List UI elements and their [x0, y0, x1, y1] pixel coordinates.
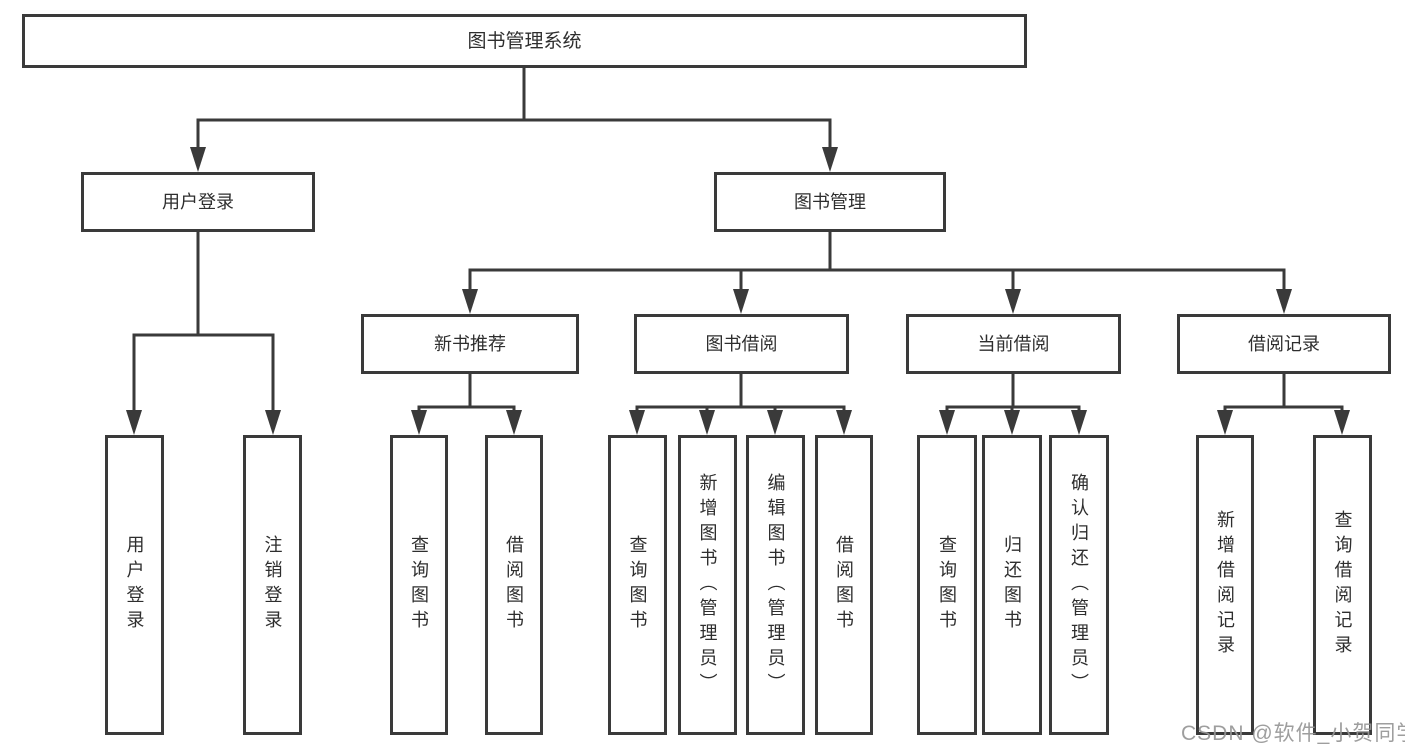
node-library-management-system: 图书管理系统	[22, 14, 1027, 68]
leaf-borrow-books-recommend: 借阅图书	[485, 435, 543, 735]
leaf-return-book: 归还图书	[982, 435, 1042, 735]
leaf-confirm-return-admin: 确认归还（管理员）	[1049, 435, 1109, 735]
leaf-user-login: 用户登录	[105, 435, 164, 735]
leaf-add-book-admin: 新增图书（管理员）	[678, 435, 737, 735]
node-user-login-branch: 用户登录	[81, 172, 315, 232]
leaf-query-books-borrow: 查询图书	[608, 435, 667, 735]
leaf-add-borrow-record: 新增借阅记录	[1196, 435, 1254, 735]
node-book-borrow: 图书借阅	[634, 314, 849, 374]
leaf-query-books-recommend: 查询图书	[390, 435, 448, 735]
csdn-watermark: CSDN @软件_小贺同学	[1181, 722, 1405, 745]
leaf-query-borrow-record: 查询借阅记录	[1313, 435, 1372, 735]
node-new-book-recommend: 新书推荐	[361, 314, 579, 374]
node-current-borrow: 当前借阅	[906, 314, 1121, 374]
leaf-edit-book-admin: 编辑图书（管理员）	[746, 435, 805, 735]
leaf-logout: 注销登录	[243, 435, 302, 735]
leaf-borrow-books: 借阅图书	[815, 435, 873, 735]
node-borrow-records: 借阅记录	[1177, 314, 1391, 374]
leaf-query-books-current: 查询图书	[917, 435, 977, 735]
node-book-management-branch: 图书管理	[714, 172, 946, 232]
arrowheads	[126, 147, 1350, 435]
